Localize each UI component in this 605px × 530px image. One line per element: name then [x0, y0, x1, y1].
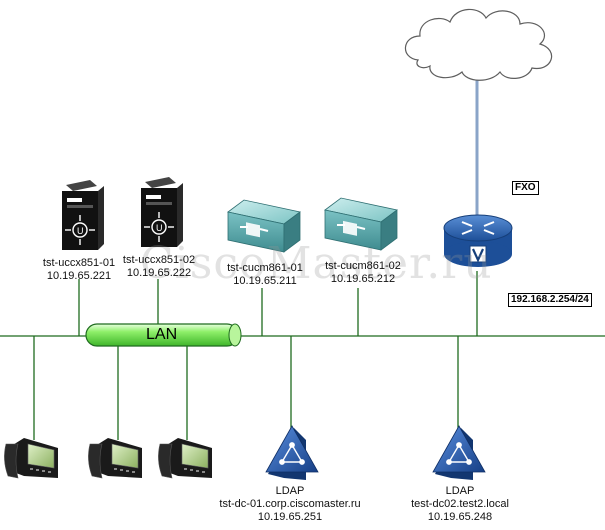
call-manager-icon-cucm2 [324, 197, 398, 251]
svg-text:U: U [156, 223, 163, 233]
uccx1-label: tst-uccx851-01 10.19.65.221 [36, 257, 122, 283]
ip-phone-icon-3 [158, 438, 212, 479]
cloud-icon [404, 8, 553, 81]
ip-phone-icon-1 [4, 438, 58, 479]
ip-phone-icon-2 [88, 438, 142, 479]
lan-label: LAN [146, 326, 178, 343]
ldap2-host: test-dc02.test2.local [411, 498, 509, 510]
watermark-text: CiscoMaster.ru [140, 238, 493, 289]
cucm2-label: tst-cucm861-02 10.19.65.212 [318, 260, 408, 286]
svg-text:U: U [77, 226, 84, 236]
router-ip-label: 192.168.2.254/24 [508, 293, 592, 307]
cucm2-ip: 10.19.65.212 [330, 273, 396, 285]
cucm1-label: tst-cucm861-01 10.19.65.211 [220, 262, 310, 288]
voice-router-icon [443, 214, 513, 267]
ldap1-title: LDAP [275, 485, 305, 497]
server-icon-uccx2: U [141, 177, 183, 247]
cucm1-ip: 10.19.65.211 [233, 275, 297, 287]
uccx2-label: tst-uccx851-02 10.19.65.222 [116, 254, 202, 280]
server-icon-uccx1: U [62, 180, 104, 250]
ldap2-ip: 10.19.65.248 [427, 511, 493, 523]
uccx1-name: tst-uccx851-01 [42, 257, 116, 269]
call-manager-icon-cucm1 [227, 199, 301, 253]
cucm1-name: tst-cucm861-01 [227, 262, 303, 274]
ldap1-label: LDAP tst-dc-01.corp.ciscomaster.ru 10.19… [200, 485, 380, 524]
uccx2-name: tst-uccx851-02 [122, 254, 196, 266]
fxo-port-label: FXO [512, 181, 539, 195]
ldap1-ip: 10.19.65.251 [257, 511, 323, 523]
lan-bus [85, 323, 242, 347]
uccx2-ip: 10.19.65.222 [126, 267, 192, 279]
ldap1-host: tst-dc-01.corp.ciscomaster.ru [219, 498, 361, 510]
uccx1-ip: 10.19.65.221 [46, 270, 112, 282]
cucm2-name: tst-cucm861-02 [325, 260, 401, 272]
ldap-directory-icon-1 [265, 425, 319, 480]
ldap-directory-icon-2 [432, 425, 486, 480]
ldap2-title: LDAP [445, 485, 475, 497]
ldap2-label: LDAP test-dc02.test2.local 10.19.65.248 [390, 485, 530, 524]
